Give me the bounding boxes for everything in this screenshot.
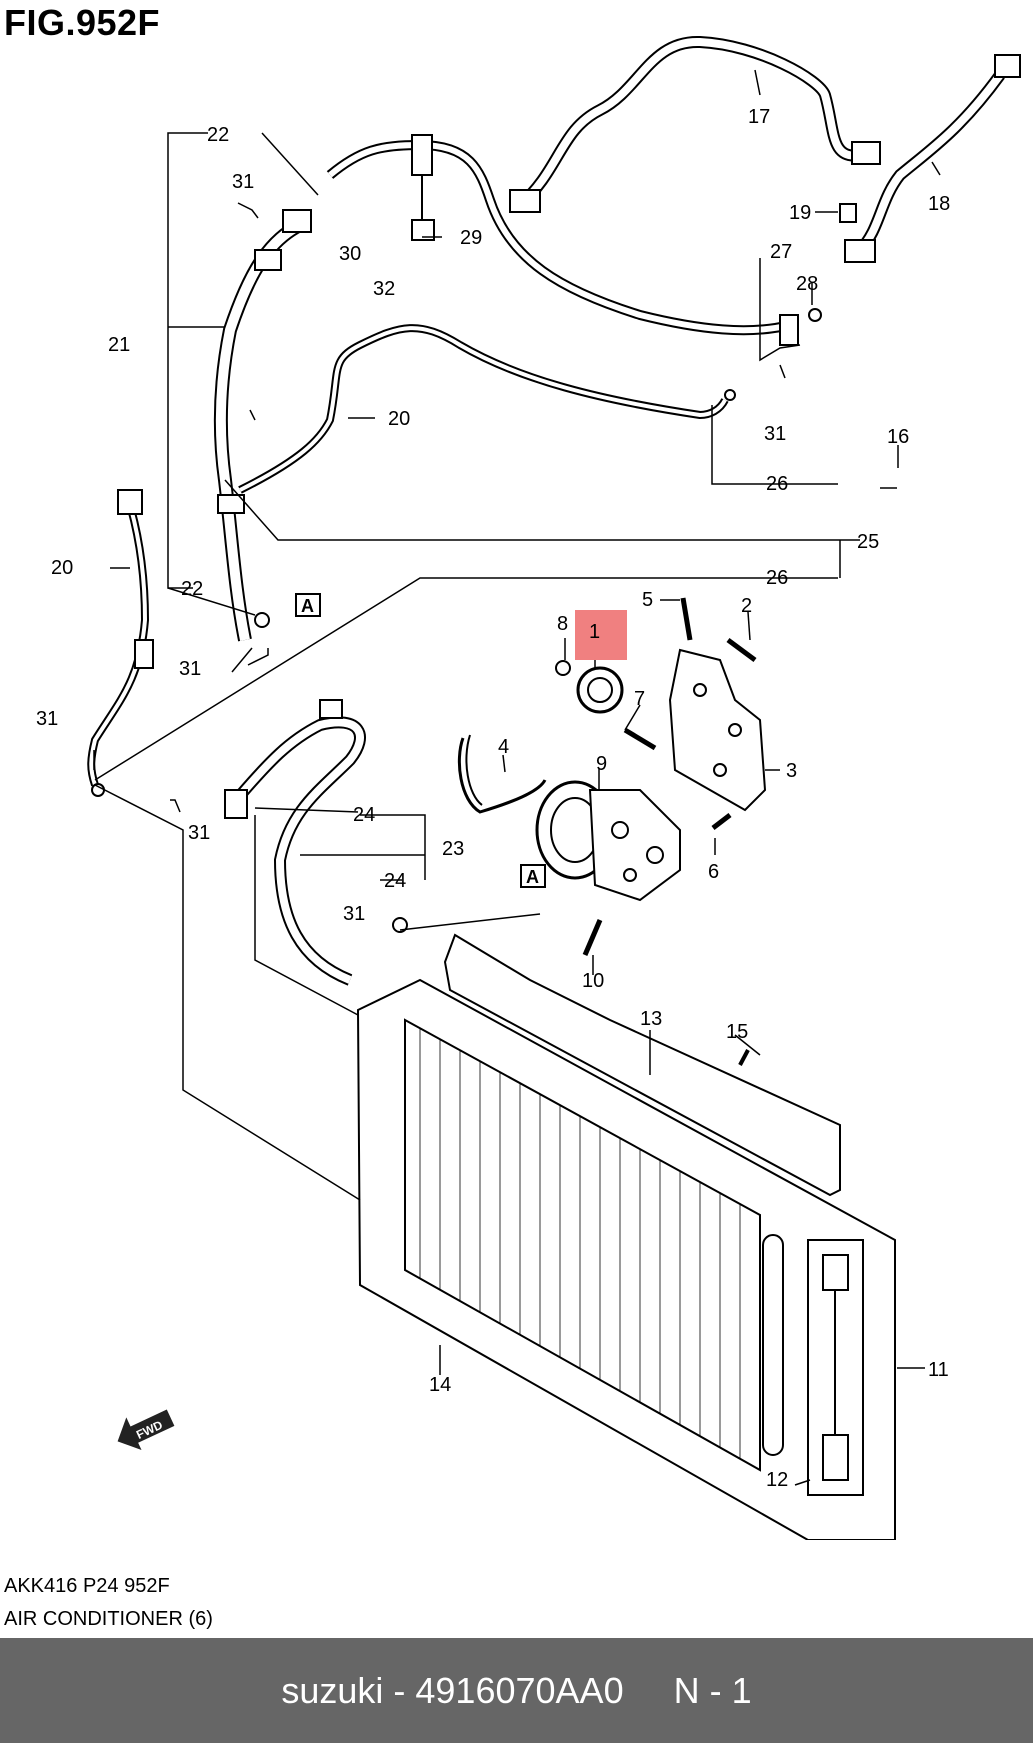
callout-16: 16: [887, 426, 909, 448]
belt-4: [457, 734, 547, 814]
footer-quantity: N - 1: [673, 1669, 752, 1711]
callout-23: 23: [442, 838, 464, 860]
callout-13: 13: [640, 1008, 662, 1030]
bolts: [582, 597, 757, 1066]
callout-29: 29: [460, 227, 482, 249]
hose-18: [844, 54, 1021, 263]
callout-21: 21: [108, 334, 130, 356]
callout-1: 1: [589, 621, 600, 643]
callout-30: 30: [339, 243, 361, 265]
callout-31-lower: 31: [343, 903, 365, 925]
callout-20-right: 20: [388, 408, 410, 430]
callout-10: 10: [582, 970, 604, 992]
callout-26-bottom: 26: [766, 567, 788, 589]
part-19-cap: [839, 203, 857, 223]
callout-31-left: 31: [36, 708, 58, 730]
callout-24-top: 24: [353, 804, 375, 826]
callout-27: 27: [770, 241, 792, 263]
ref-box-a-lower: [520, 864, 546, 888]
callout-19: 19: [789, 202, 811, 224]
condenser-core: [404, 1018, 784, 1472]
compressor-9: [535, 780, 681, 902]
fwd-arrow-icon: FWD: [117, 1409, 175, 1451]
callout-18: 18: [928, 193, 950, 215]
callout-31-mid: 31: [179, 658, 201, 680]
callout-24-bottom: 24: [384, 870, 406, 892]
footer-part-number: suzuki - 4916070AA0: [281, 1669, 624, 1711]
shroud-13: [443, 933, 841, 1197]
hose-21: [213, 209, 312, 642]
callout-31-right: 31: [764, 423, 786, 445]
hose-23: [224, 699, 408, 986]
pipe-25: [238, 324, 736, 494]
bracket-3: [668, 648, 767, 812]
callout-32: 32: [373, 278, 395, 300]
callout-5: 5: [642, 589, 653, 611]
callout-3: 3: [786, 760, 797, 782]
callout-14: 14: [429, 1374, 451, 1396]
ref-box-a-upper: [295, 593, 321, 617]
callout-7: 7: [634, 688, 645, 710]
callout-28: 28: [796, 273, 818, 295]
bracket-29: [411, 175, 435, 241]
callout-26-top: 26: [766, 473, 788, 495]
callout-25: 25: [857, 531, 879, 553]
ref-box-a-lower-label: A: [526, 867, 539, 887]
callout-9: 9: [596, 753, 607, 775]
callout-20-left: 20: [51, 557, 73, 579]
ref-box-a-upper-label: A: [301, 596, 314, 616]
callout-22-mid: 22: [181, 578, 203, 600]
pulley-1: [555, 660, 624, 714]
pipe-26: [87, 489, 154, 797]
receiver-12: [807, 1239, 864, 1496]
callout-6: 6: [708, 861, 719, 883]
leader-lines: [93, 69, 941, 1486]
highlight-box: [575, 610, 627, 660]
caption-code: AKK416 P24 952F: [4, 1575, 170, 1597]
callout-31-hose: 31: [188, 822, 210, 844]
callout-11: 11: [928, 1359, 949, 1381]
callout-12: 12: [766, 1469, 788, 1491]
footer-spacer: [624, 1670, 674, 1712]
hose-17: [509, 35, 881, 213]
caption-name: AIR CONDITIONER (6): [4, 1608, 213, 1630]
footer-bar: suzuki - 4916070AA0 N - 1: [0, 1638, 1033, 1743]
parts-diagram: FWD A A 1 2 3 4 5 6 7 8 9 10 11 12 13 14…: [36, 35, 1021, 1540]
callout-2: 2: [741, 595, 752, 617]
fwd-arrow-label: FWD: [134, 1418, 165, 1442]
figure-title: FIG.952F: [4, 2, 161, 43]
callout-17: 17: [748, 106, 770, 128]
callout-31-top: 31: [232, 171, 254, 193]
callout-4: 4: [498, 736, 509, 758]
callout-22-top: 22: [207, 124, 229, 146]
callout-8: 8: [557, 613, 568, 635]
callout-15: 15: [726, 1021, 748, 1043]
pipe-27: [326, 134, 822, 346]
